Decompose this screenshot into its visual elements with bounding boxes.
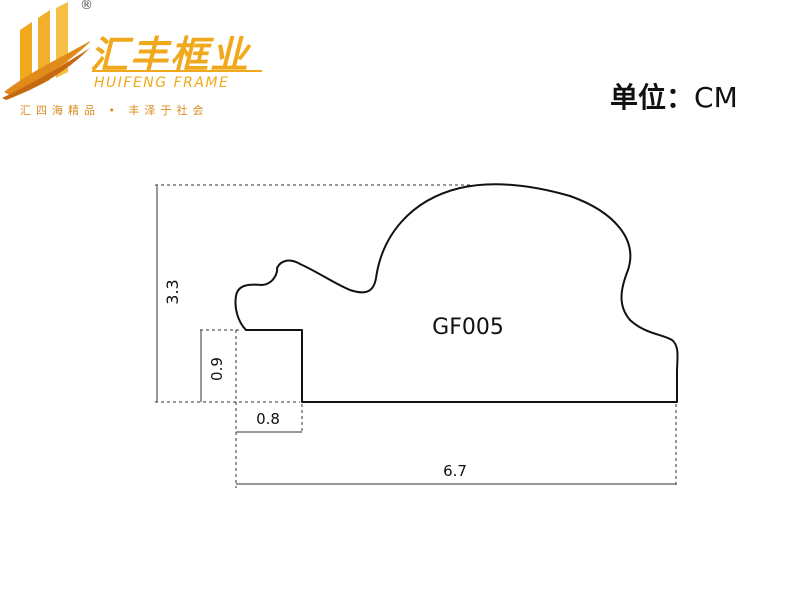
brand-logo: ® 汇丰框业 HUIFENG FRAME 汇四海精品 • 丰泽于社会	[0, 0, 270, 125]
brand-underline	[92, 70, 262, 72]
dimension-lines	[156, 185, 676, 485]
brand-name-english: HUIFENG FRAME	[94, 75, 230, 91]
height-label: 3.3	[163, 279, 182, 304]
extension-lines	[155, 184, 677, 488]
brand-slogan: 汇四海精品 • 丰泽于社会	[20, 104, 209, 117]
registered-mark: ®	[80, 0, 93, 13]
total-width-label: 6.7	[443, 462, 467, 480]
frame-profile-outline	[234, 183, 679, 403]
step-height-label: 0.9	[208, 357, 226, 381]
step-width-label: 0.8	[256, 410, 280, 428]
unit-label: 单位：	[610, 81, 695, 114]
brand-name-chinese: 汇丰框业	[90, 33, 251, 77]
model-label: GF005	[432, 315, 504, 340]
logo-mark-icon	[2, 2, 90, 100]
unit-value: CM	[694, 81, 738, 114]
unit-indicator: 单位：CM	[610, 76, 738, 116]
